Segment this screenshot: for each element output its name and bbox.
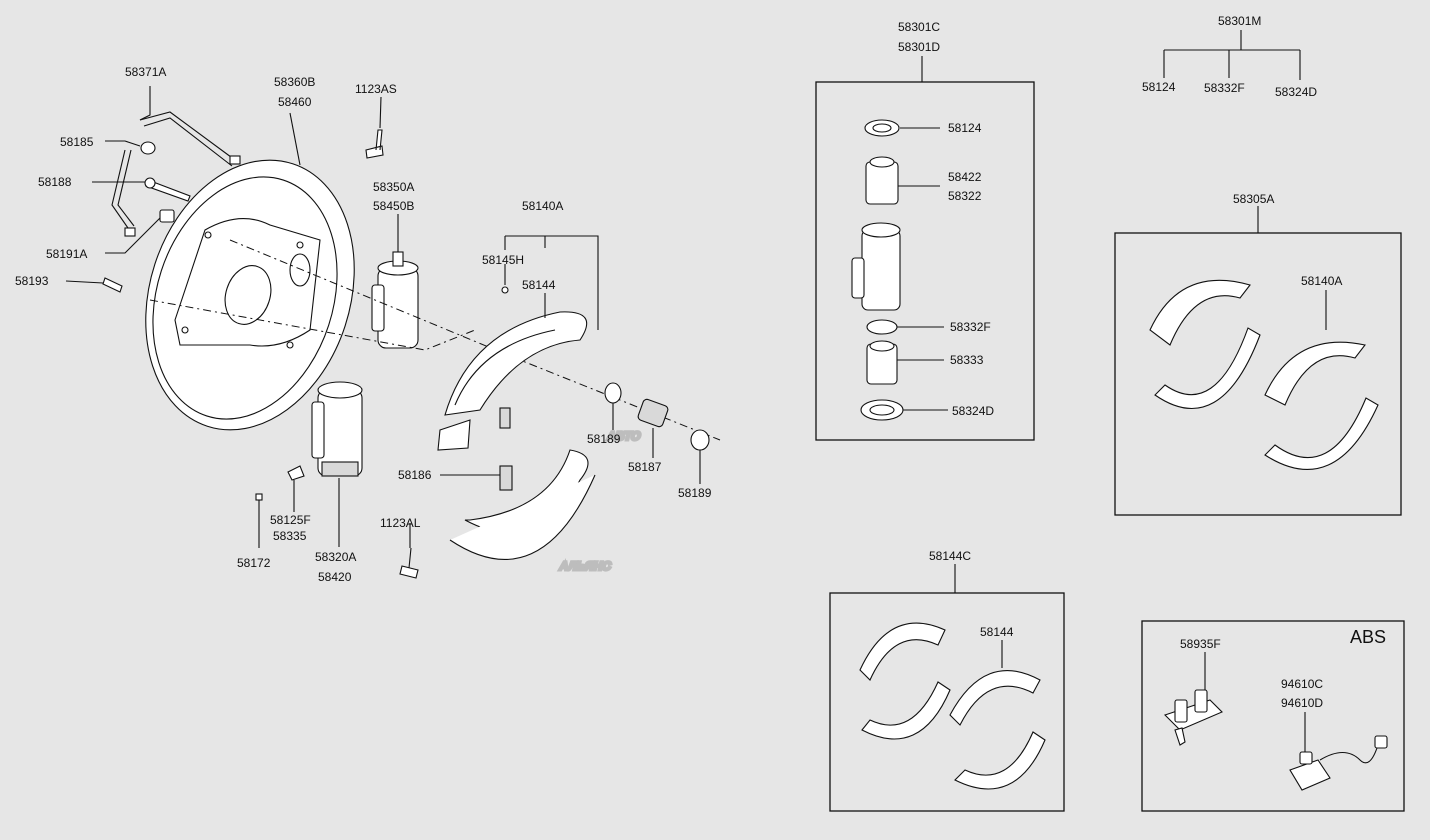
label-58360b: 58360B	[274, 75, 315, 89]
label-94610d: 94610D	[1281, 696, 1323, 710]
label-58301d: 58301D	[898, 40, 940, 54]
part-labels: 58371A 58185 58188 58191A 58193 58360B 5…	[15, 14, 1386, 710]
label-58144: 58144	[522, 278, 556, 292]
kit-58301c-parts-drawing	[851, 119, 904, 421]
label-58450b: 58450B	[373, 199, 414, 213]
abs-box	[1141, 620, 1405, 812]
lining-set-58144c-box	[829, 592, 1065, 812]
label-58172: 58172	[237, 556, 271, 570]
label-94610c: 94610C	[1281, 677, 1323, 691]
shoe-set-58305a-drawing	[1149, 279, 1379, 470]
label-58320a: 58320A	[315, 550, 356, 564]
label-58335: 58335	[273, 529, 307, 543]
label-58145h: 58145H	[482, 253, 524, 267]
washer-58189-drawing	[690, 429, 710, 451]
brake-shoes-drawing	[437, 286, 596, 560]
wheel-cylinder-58320a-drawing	[255, 381, 363, 501]
label-58144c: 58144C	[929, 549, 971, 563]
spring-58187-drawing	[637, 398, 669, 428]
label-58193: 58193	[15, 274, 49, 288]
label-58140a: 58140A	[1301, 274, 1342, 288]
kit-58301c-box	[815, 81, 1035, 441]
brake-pipe-drawing	[102, 111, 241, 293]
bolt-1123al-drawing	[399, 547, 419, 579]
label-58185: 58185	[60, 135, 94, 149]
label-58305a: 58305A	[1233, 192, 1274, 206]
label-58422: 58422	[948, 170, 982, 184]
label-58189: 58189	[678, 486, 712, 500]
label-58322: 58322	[948, 189, 982, 203]
label-abs: ABS	[1350, 627, 1386, 647]
lining-set-58144c-drawing	[859, 622, 1046, 790]
label-1123as: 1123AS	[355, 82, 397, 96]
washer-58189-drawing	[604, 382, 622, 404]
label-58191a: 58191A	[46, 247, 87, 261]
label-58333: 58333	[950, 353, 984, 367]
label-58187: 58187	[628, 460, 662, 474]
watermark-line2: АЛЬЯНС	[558, 559, 612, 573]
backing-plate-drawing	[145, 159, 355, 431]
label-58332f: 58332F	[950, 320, 991, 334]
label-58420: 58420	[318, 570, 352, 584]
label-58350a: 58350A	[373, 180, 414, 194]
bolt-1123as-drawing	[365, 129, 384, 159]
leader-lines	[65, 30, 1327, 752]
shoe-set-58305a-box	[1114, 232, 1402, 516]
label-58186: 58186	[398, 468, 432, 482]
label-58124: 58124	[1142, 80, 1176, 94]
label-58189: 58189	[587, 432, 621, 446]
label-58144: 58144	[980, 625, 1014, 639]
label-58324d: 58324D	[1275, 85, 1317, 99]
label-58301m: 58301M	[1218, 14, 1261, 28]
label-58188: 58188	[38, 175, 72, 189]
label-58124: 58124	[948, 121, 982, 135]
label-1123al: 1123AL	[380, 516, 421, 530]
label-58324d: 58324D	[952, 404, 994, 418]
watermark: АВТО АЛЬЯНС	[557, 428, 644, 575]
wheel-cylinder-58350a-drawing	[371, 251, 419, 349]
label-58140a: 58140A	[522, 199, 563, 213]
label-58371a: 58371A	[125, 65, 166, 79]
label-58125f: 58125F	[270, 513, 311, 527]
center-line	[149, 299, 476, 351]
label-58935f: 58935F	[1180, 637, 1221, 651]
label-58332f: 58332F	[1204, 81, 1245, 95]
label-58460: 58460	[278, 95, 312, 109]
watermark-line1: АВТО	[606, 429, 642, 443]
label-58301c: 58301C	[898, 20, 940, 34]
abs-parts-drawing	[1163, 689, 1388, 791]
